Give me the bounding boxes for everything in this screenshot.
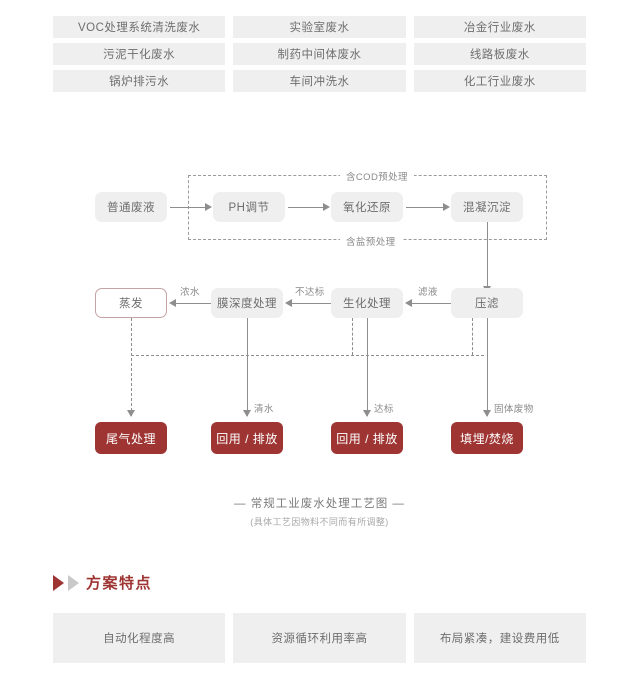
edge-label-solid-waste: 固体废物 <box>494 404 534 415</box>
feature-cell: 布局紧凑，建设费用低 <box>413 613 586 663</box>
output-node-reuse-clean[interactable]: 回用 / 排放 <box>211 422 283 454</box>
node-filter-press[interactable]: 压滤 <box>451 288 523 318</box>
feature-cell: 资源循环利用率高 <box>233 613 406 663</box>
type-cell: 线路板废水 <box>413 43 586 65</box>
node-evaporation[interactable]: 蒸发 <box>95 288 167 318</box>
arrow-line-source-to-ph <box>170 207 206 208</box>
arrow-line-filterpress-to-biochem <box>412 303 451 304</box>
feature-grid: 自动化程度高 资源循环利用率高 布局紧凑，建设费用低 <box>53 613 586 663</box>
process-flowchart: 含COD预处理 含盐预处理 普通废液 PH调节 氧化还原 混凝沉淀 蒸发 膜深度… <box>0 150 639 490</box>
edge-label-substandard: 不达标 <box>295 287 325 298</box>
output-node-landfill[interactable]: 填埋/焚烧 <box>451 422 523 454</box>
arrow-line-biochem-to-reuse-standard <box>367 318 368 416</box>
arrow-line-ph-to-redox <box>288 207 324 208</box>
recycle-dashed-line <box>131 355 484 356</box>
arrow-head-filterpress-to-landfill <box>482 410 491 417</box>
type-cell: 车间冲洗水 <box>233 70 406 92</box>
pretreatment-bottom-label: 含盐预处理 <box>340 234 402 248</box>
edge-label-filtrate: 滤液 <box>418 287 438 298</box>
recycle-dashed-riser-filterpress <box>472 318 473 355</box>
recycle-dashed-riser-biochem <box>352 318 353 355</box>
arrow-head-evaporation-to-tailgas <box>126 410 135 417</box>
arrow-line-redox-to-coagulation <box>406 207 444 208</box>
dashed-line-evaporation-to-tailgas <box>131 318 132 416</box>
node-redox[interactable]: 氧化还原 <box>331 192 403 222</box>
feature-cell: 自动化程度高 <box>53 613 226 663</box>
type-cell: 冶金行业废水 <box>413 16 586 38</box>
output-node-tailgas[interactable]: 尾气处理 <box>95 422 167 454</box>
edge-label-concentrate: 浓水 <box>180 287 200 298</box>
edge-label-clean-water: 清水 <box>254 404 274 415</box>
arrow-line-membrane-to-evaporation <box>176 303 211 304</box>
type-cell: 实验室废水 <box>233 16 406 38</box>
arrow-head-biochem-to-reuse-standard <box>362 410 371 417</box>
type-cell: 制药中间体废水 <box>233 43 406 65</box>
arrow-head-filterpress-to-biochem <box>405 298 412 307</box>
node-ph-adjust[interactable]: PH调节 <box>213 192 285 222</box>
arrow-head-source-to-ph <box>205 202 212 211</box>
type-cell: 化工行业废水 <box>413 70 586 92</box>
arrow-line-membrane-to-reuse-clean <box>247 318 248 416</box>
chart-caption-title: — 常规工业废水处理工艺图 — <box>234 498 405 510</box>
arrow-head-membrane-to-reuse-clean <box>242 410 251 417</box>
arrow-head-biochem-to-membrane <box>285 298 292 307</box>
play-triangle-secondary-icon <box>68 574 79 591</box>
arrow-head-redox-to-coagulation <box>443 202 450 211</box>
play-triangle-icon <box>53 574 64 591</box>
node-biochemical-treatment[interactable]: 生化处理 <box>331 288 403 318</box>
section-title: 方案特点 <box>86 575 153 592</box>
arrow-head-ph-to-redox <box>323 202 330 211</box>
pretreatment-top-label: 含COD预处理 <box>340 169 414 183</box>
arrow-line-biochem-to-membrane <box>292 303 331 304</box>
type-cell: 污泥干化废水 <box>53 43 226 65</box>
node-coagulation[interactable]: 混凝沉淀 <box>451 192 523 222</box>
node-source[interactable]: 普通废液 <box>95 192 167 222</box>
wastewater-type-grid: VOC处理系统清洗废水 实验室废水 冶金行业废水 污泥干化废水 制药中间体废水 … <box>53 16 586 92</box>
chart-caption-subtitle: (具体工艺因物料不同而有所调整) <box>250 517 389 527</box>
arrow-line-filterpress-to-landfill <box>487 318 488 416</box>
output-node-reuse-standard[interactable]: 回用 / 排放 <box>331 422 403 454</box>
arrow-line-coagulation-to-filterpress <box>487 222 488 292</box>
type-cell: 锅炉排污水 <box>53 70 226 92</box>
type-cell: VOC处理系统清洗废水 <box>53 16 226 38</box>
node-membrane-treatment[interactable]: 膜深度处理 <box>211 288 283 318</box>
arrow-head-membrane-to-evaporation <box>169 298 176 307</box>
edge-label-standard: 达标 <box>374 404 394 415</box>
section-heading: 方案特点 <box>53 572 152 593</box>
